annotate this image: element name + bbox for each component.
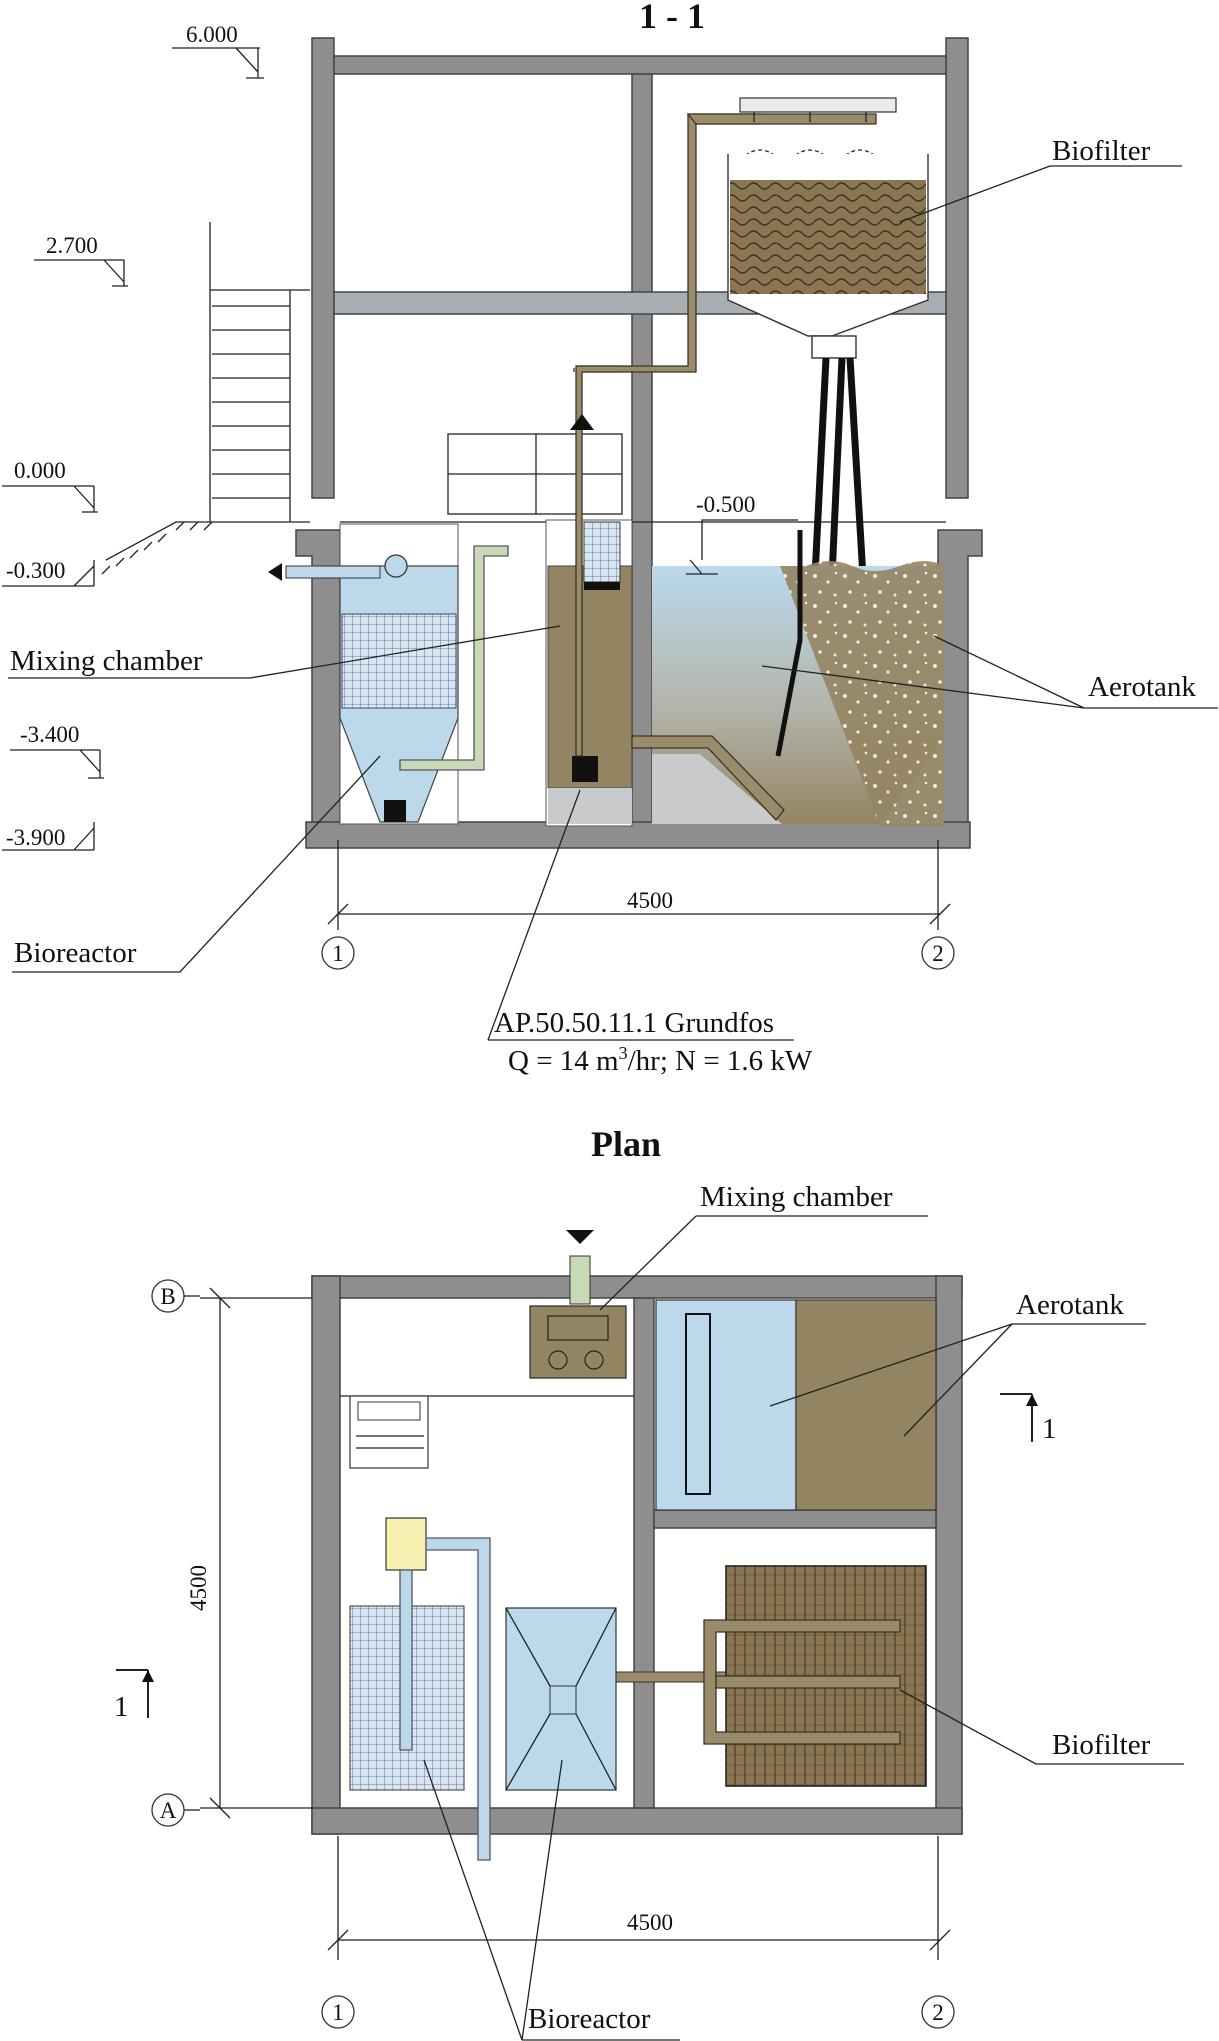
level-m0500-text: -0.500 (696, 492, 755, 517)
mixing-chamber-label-plan: Mixing chamber (700, 1181, 893, 1213)
aerotank-label-section: Aerotank (1088, 671, 1196, 703)
pump-model-label: AP.50.50.11.1 Grundfos (494, 1007, 774, 1039)
bioreactor-label-section: Bioreactor (14, 937, 137, 969)
float-valve-icon (384, 554, 408, 578)
plan-bioreactor (349, 1517, 617, 1861)
plan-control-panel (349, 1395, 429, 1469)
biofilter-label-plan: Biofilter (1052, 1729, 1151, 1761)
section-title: 1 - 1 (639, 0, 705, 36)
level-mark-m0300: -0.300 (2, 558, 95, 587)
right-wall-upper (945, 37, 969, 499)
level-mark-2700: 2.700 (34, 233, 128, 287)
section-callouts: Biofilter Mixing chamber Aerotank Biorea… (8, 135, 1218, 1077)
level-m3900-text: -3.900 (6, 825, 65, 850)
pump-spec-rest: /hr; N = 1.6 kW (628, 1045, 813, 1077)
plan-axis-A: A (160, 1798, 177, 1823)
pump-spec-q: Q = 14 m (508, 1045, 619, 1077)
level-m0300-text: -0.300 (6, 558, 65, 583)
left-wall-upper (311, 37, 335, 499)
basement-right-wall (937, 529, 983, 827)
inflow-arrow-icon (566, 1230, 594, 1244)
control-panel-section (447, 433, 623, 515)
mixing-chamber-section (545, 113, 877, 827)
plan-mixing-chamber (529, 1230, 627, 1379)
level-mark-m3400: -3.400 (10, 722, 104, 779)
pump-spec-sup: 3 (619, 1043, 628, 1063)
mixing-chamber-label-section: Mixing chamber (10, 645, 203, 677)
level-mark-m3900: -3.900 (2, 822, 95, 851)
level-m3400-text: -3.400 (20, 722, 79, 747)
bioreactor-tank (268, 523, 509, 825)
pump-spec-label: Q = 14 m3/hr; N = 1.6 kW (508, 1043, 813, 1077)
level-mark-0000: 0.000 (2, 458, 98, 513)
plan-biofilter (615, 1565, 927, 1787)
plan-aerotank (655, 1299, 937, 1511)
aerotank-label-plan: Aerotank (1016, 1289, 1124, 1321)
plan-section-marks: 1 1 (114, 1393, 1057, 1723)
biofilter-label-section: Biofilter (1052, 135, 1151, 167)
outflow-arrow-icon (268, 563, 282, 581)
level-mark-6000: 6.000 (172, 22, 264, 79)
basement-floor (305, 821, 971, 849)
section-axis-1: 1 (332, 941, 344, 966)
plan-title: Plan (591, 1124, 661, 1164)
bioreactor-label-plan: Bioreactor (528, 2003, 651, 2035)
section-mark-right: 1 (1042, 1413, 1057, 1445)
ground-and-stair (101, 222, 310, 575)
section-dimension: 4500 1 2 (321, 840, 955, 970)
level-0000-text: 0.000 (14, 458, 66, 483)
plan-axis-B: B (160, 1284, 175, 1309)
section-mark-left: 1 (114, 1691, 129, 1723)
section-dimension-text: 4500 (627, 888, 673, 913)
level-6000-text: 6.000 (186, 22, 238, 47)
flow-up-arrow-icon (570, 414, 594, 430)
level-2700-text: 2.700 (46, 233, 98, 258)
plan-dimension-h-text: 4500 (627, 1910, 673, 1935)
plan-axis-1: 1 (332, 2000, 344, 2025)
aerotank-section: -0.500 (631, 492, 944, 826)
roof-slab (333, 55, 947, 75)
plan-building (311, 1275, 963, 1835)
plan-dimensions: 4500 B A 4500 1 2 (151, 1279, 955, 2029)
plan-callouts: Mixing chamber Aerotank Biofilter Biorea… (423, 1181, 1184, 2041)
plan-dimension-v-text: 4500 (186, 1565, 211, 1611)
plan-axis-2: 2 (932, 2000, 944, 2025)
middle-column (631, 73, 653, 827)
section-axis-2: 2 (932, 941, 944, 966)
